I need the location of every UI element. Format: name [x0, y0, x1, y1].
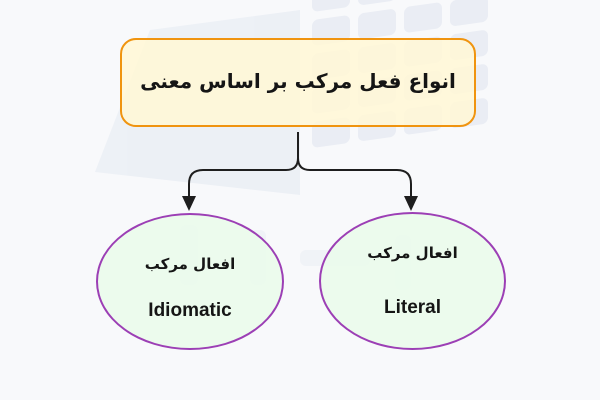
node-idiomatic-label-fa: افعال مرکب [144, 255, 236, 273]
connector-stem [285, 132, 299, 171]
connector-right-branch [297, 157, 412, 198]
diagram-title: انواع فعل مرکب بر اساس معنی [140, 68, 456, 93]
node-idiomatic-label-en: Idiomatic [148, 300, 232, 321]
node-literal: افعال مرکب Literal [319, 212, 506, 350]
arrow-down-icon [182, 196, 196, 211]
arrow-down-icon [404, 196, 418, 211]
node-literal-label-en: Literal [383, 297, 442, 318]
connector-left-branch [188, 169, 286, 198]
node-literal-label-fa: افعال مرکب [367, 244, 458, 262]
root-node-title-box: انواع فعل مرکب بر اساس معنی [120, 38, 476, 127]
node-idiomatic: افعال مرکب Idiomatic [96, 213, 284, 350]
